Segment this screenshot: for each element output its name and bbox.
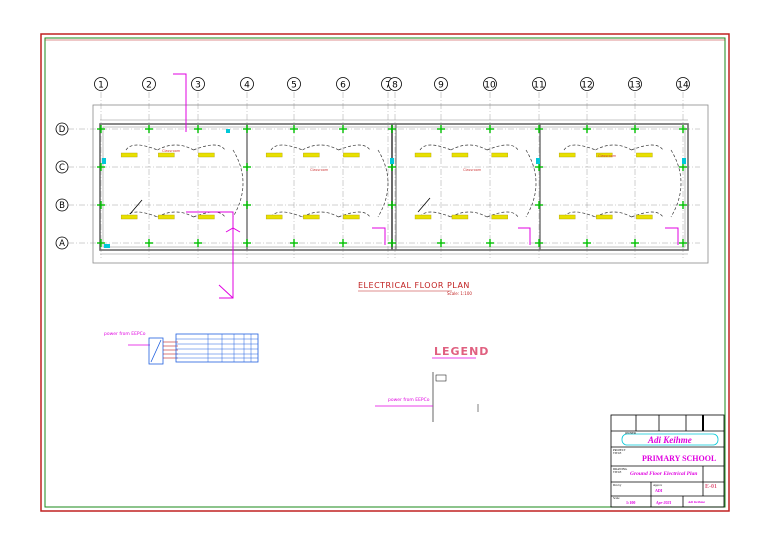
grid-bubble-col (628, 77, 642, 91)
legend-block (375, 357, 479, 422)
fluorescent-fixture (198, 152, 215, 158)
grid-bubble-row (55, 198, 69, 212)
fluorescent-fixture (414, 152, 432, 158)
power-label-left: power from EEPCo (104, 332, 146, 337)
fluorescent-fixture (120, 152, 138, 158)
designer-name: Adi Keihme (688, 500, 706, 504)
fluorescent-fixture (414, 214, 432, 220)
legend-title: LEGEND (434, 345, 490, 358)
grid-bubble-col (434, 77, 448, 91)
grid-col-label: 8 (392, 81, 398, 91)
fluorescent-fixture (596, 214, 613, 220)
grid-bubble-col (580, 77, 594, 91)
scale-value: 1:100 (626, 500, 636, 505)
fluorescent-fixture (491, 214, 508, 220)
fluorescent-fixture (343, 152, 360, 158)
inner-frame (44, 37, 726, 508)
owner-label: OWNER (625, 431, 636, 435)
grid-bubble-row (55, 236, 69, 250)
drawing-label: DRAWING TITLE (613, 467, 628, 474)
grid-col-label: 5 (291, 81, 297, 91)
grid-rows: D C B A (55, 122, 700, 250)
fluorescent-fixture (558, 214, 576, 220)
fluorescent-fixture (120, 214, 138, 220)
grid-bubble-col (240, 77, 254, 91)
grid-row-label: B (59, 201, 65, 211)
fluorescent-fixture (198, 214, 215, 220)
grid-col-label: 7 (385, 81, 391, 91)
building-plan (92, 104, 709, 264)
fluorescent-fixture (343, 214, 360, 220)
grid-bubble-row (55, 122, 69, 136)
grid-bubble-col (142, 77, 156, 91)
project-name: PRIMARY SCHOOL (642, 454, 717, 463)
power-label-legend: power from EEPCo (388, 398, 430, 403)
title-block (610, 414, 725, 508)
grid-col-label: 13 (629, 81, 640, 91)
light-fixtures (120, 152, 653, 220)
date-value: Apr-2021 (656, 500, 672, 505)
fluorescent-fixture (636, 214, 653, 220)
grid-bubble-col (532, 77, 546, 91)
grid-row-label: C (59, 163, 65, 173)
grid-col-label: 1 (98, 81, 104, 91)
grid-col-label: 12 (581, 81, 592, 91)
fluorescent-fixture (451, 214, 469, 220)
owner-name: Adi Keihme (648, 435, 692, 445)
project-label: PROJECT TITLE (613, 448, 626, 455)
grid-col-label: 3 (195, 81, 201, 91)
sheet-number: E-01 (705, 484, 717, 490)
drawing-name: Ground Floor Electrical Plan (630, 471, 698, 477)
fluorescent-fixture (303, 152, 320, 158)
socket-markers (97, 125, 687, 247)
fluorescent-fixture (265, 214, 283, 220)
svg-text:Classroom: Classroom (463, 168, 482, 172)
grid-bubble-col (676, 77, 690, 91)
checked-label: Approv (653, 483, 663, 487)
grid-bubble-col (191, 77, 205, 91)
plan-scale: Scale: 1:100 (447, 291, 472, 296)
fluorescent-fixture (158, 214, 175, 220)
svg-text:Classroom: Classroom (162, 149, 181, 153)
conduit-lines (173, 73, 679, 299)
grid-bubble-col (287, 77, 301, 91)
grid-col-label: 9 (438, 81, 444, 91)
grid-bubble-col (94, 77, 108, 91)
scale-label: Scale (613, 496, 620, 500)
panel-leaders (129, 197, 431, 215)
drawn-by-label: Drn by (613, 483, 622, 487)
grid-row-label: A (59, 239, 65, 249)
switching-arcs (125, 144, 682, 218)
fluorescent-fixture (451, 152, 469, 158)
fluorescent-fixture (158, 152, 175, 158)
grid-bubble-col (388, 77, 402, 91)
room-labels: Classroom Classroom Classroom Classroom (162, 149, 617, 172)
checked-by: ADI (655, 488, 663, 493)
fluorescent-fixture (303, 214, 320, 220)
grid-row-label: D (59, 125, 66, 135)
grid-bubble-col (483, 77, 497, 91)
plan-title: ELECTRICAL FLOOR PLAN (358, 281, 470, 290)
fluorescent-fixture (265, 152, 283, 158)
fluorescent-fixture (636, 152, 653, 158)
svg-text:Classroom: Classroom (598, 154, 617, 158)
outer-frame (40, 33, 730, 512)
svg-text:Classroom: Classroom (310, 168, 329, 172)
grid-col-label: 11 (533, 81, 544, 91)
grid-bubble-col (336, 77, 350, 91)
fluorescent-fixture (558, 152, 576, 158)
fluorescent-fixture (596, 152, 613, 158)
grid-col-label: 6 (340, 81, 346, 91)
switches (102, 129, 686, 248)
grid-col-label: 10 (484, 81, 496, 91)
grid-col-label: 14 (677, 81, 689, 91)
distribution-schematic (128, 333, 259, 365)
fluorescent-fixture (491, 152, 508, 158)
grid-bubble-row (55, 160, 69, 174)
grid-col-label: 2 (146, 81, 152, 91)
grid-col-label: 4 (244, 81, 250, 91)
